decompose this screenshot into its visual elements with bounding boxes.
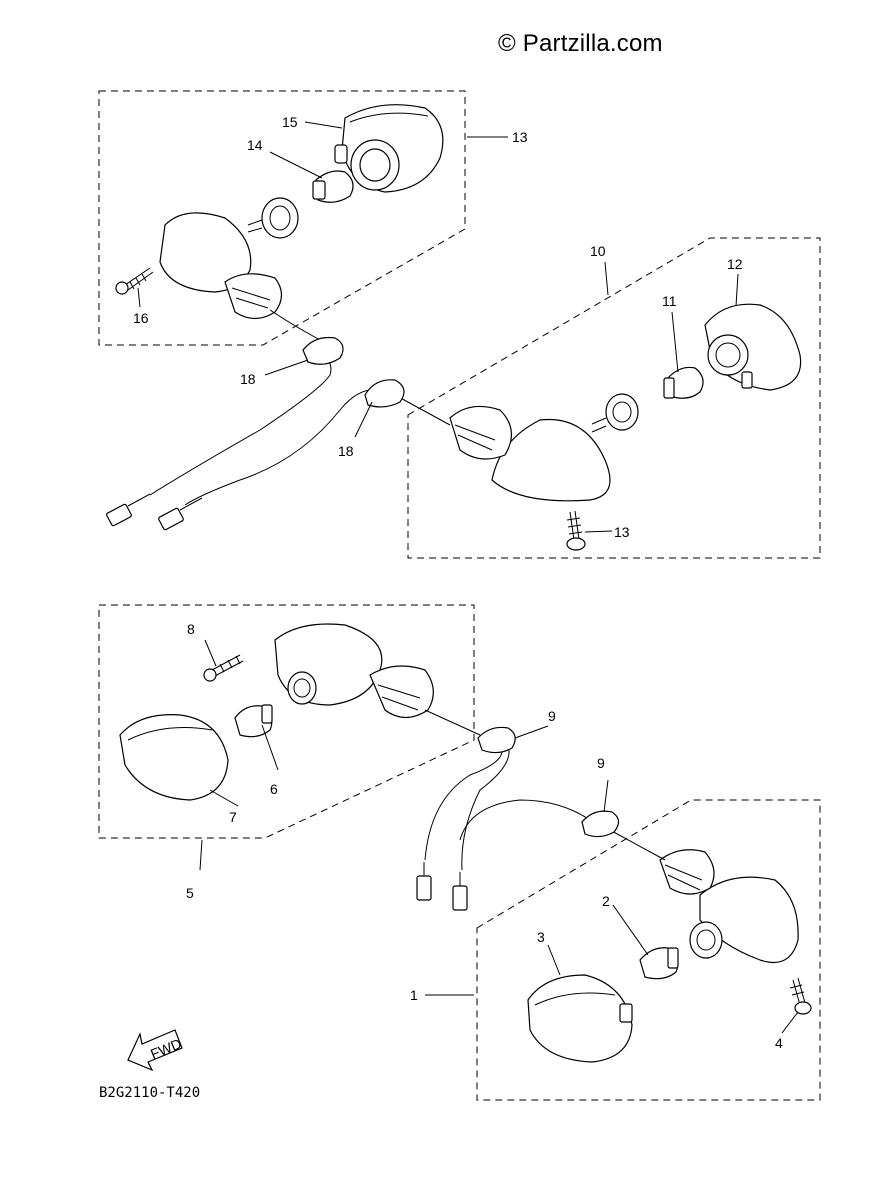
callout-16: 15 <box>282 114 298 130</box>
assembly-box-14 <box>98 90 466 346</box>
callout-9-right: 9 <box>597 755 605 771</box>
callout-10: 10 <box>590 243 606 259</box>
callout-3: 3 <box>537 929 545 945</box>
housing-lower-left <box>274 623 434 719</box>
callout-13: 13 <box>614 524 630 540</box>
callout-11: 11 <box>662 293 677 309</box>
screw-part-17 <box>115 267 154 295</box>
callout-1: 1 <box>410 987 418 1003</box>
callout-numbers: 15 14 13 16 18 18 10 12 11 13 8 9 6 7 5 … <box>133 114 783 1051</box>
bulb-part-6 <box>234 704 273 738</box>
wiring-lower <box>416 709 666 911</box>
callout-2: 2 <box>602 893 610 909</box>
callout-7: 7 <box>229 809 237 825</box>
callout-5: 5 <box>186 885 194 901</box>
housing-lower-right <box>659 849 799 964</box>
callout-12: 12 <box>727 256 743 272</box>
callout-8: 8 <box>187 621 195 637</box>
screw-part-4 <box>789 977 812 1015</box>
housing-upper-left <box>159 212 283 320</box>
callout-9-left: 9 <box>548 708 556 724</box>
grommet-part-18-left <box>302 336 344 365</box>
callout-14: 13 <box>512 129 528 145</box>
bulb-part-11 <box>663 366 704 399</box>
bulb-part-2 <box>639 947 679 980</box>
socket-upper-left <box>247 197 299 239</box>
callout-4: 4 <box>775 1035 783 1051</box>
fwd-arrow-icon: FWD <box>127 1029 184 1072</box>
screw-part-8 <box>203 654 244 682</box>
wiring-upper <box>106 309 451 531</box>
callout-15: 14 <box>247 137 263 153</box>
turn-signal-part-14 <box>334 104 444 193</box>
copyright-text: © Partzilla.com <box>498 30 663 57</box>
callout-18-left: 18 <box>240 371 256 387</box>
screw-part-13 <box>566 510 586 551</box>
callout-18-right: 18 <box>338 443 354 459</box>
lens-part-7 <box>119 714 229 801</box>
grommet-part-9-right <box>581 810 620 838</box>
turn-signal-part-12 <box>704 303 802 391</box>
callout-17: 16 <box>133 310 149 326</box>
assembly-box-5 <box>98 604 475 839</box>
housing-upper-right <box>449 405 611 502</box>
grommet-part-9-left <box>477 726 516 754</box>
diagram-code: B2G2110-T420 <box>99 1085 201 1101</box>
socket-upper-right <box>591 393 639 433</box>
leader-lines <box>137 121 799 1034</box>
assembly-box-1 <box>476 799 821 1101</box>
lens-part-3 <box>527 974 633 1063</box>
assembly-box-10 <box>407 237 821 559</box>
bulb-part-15 <box>312 170 354 203</box>
grommet-part-18-right <box>364 379 405 408</box>
callout-6: 6 <box>270 781 278 797</box>
